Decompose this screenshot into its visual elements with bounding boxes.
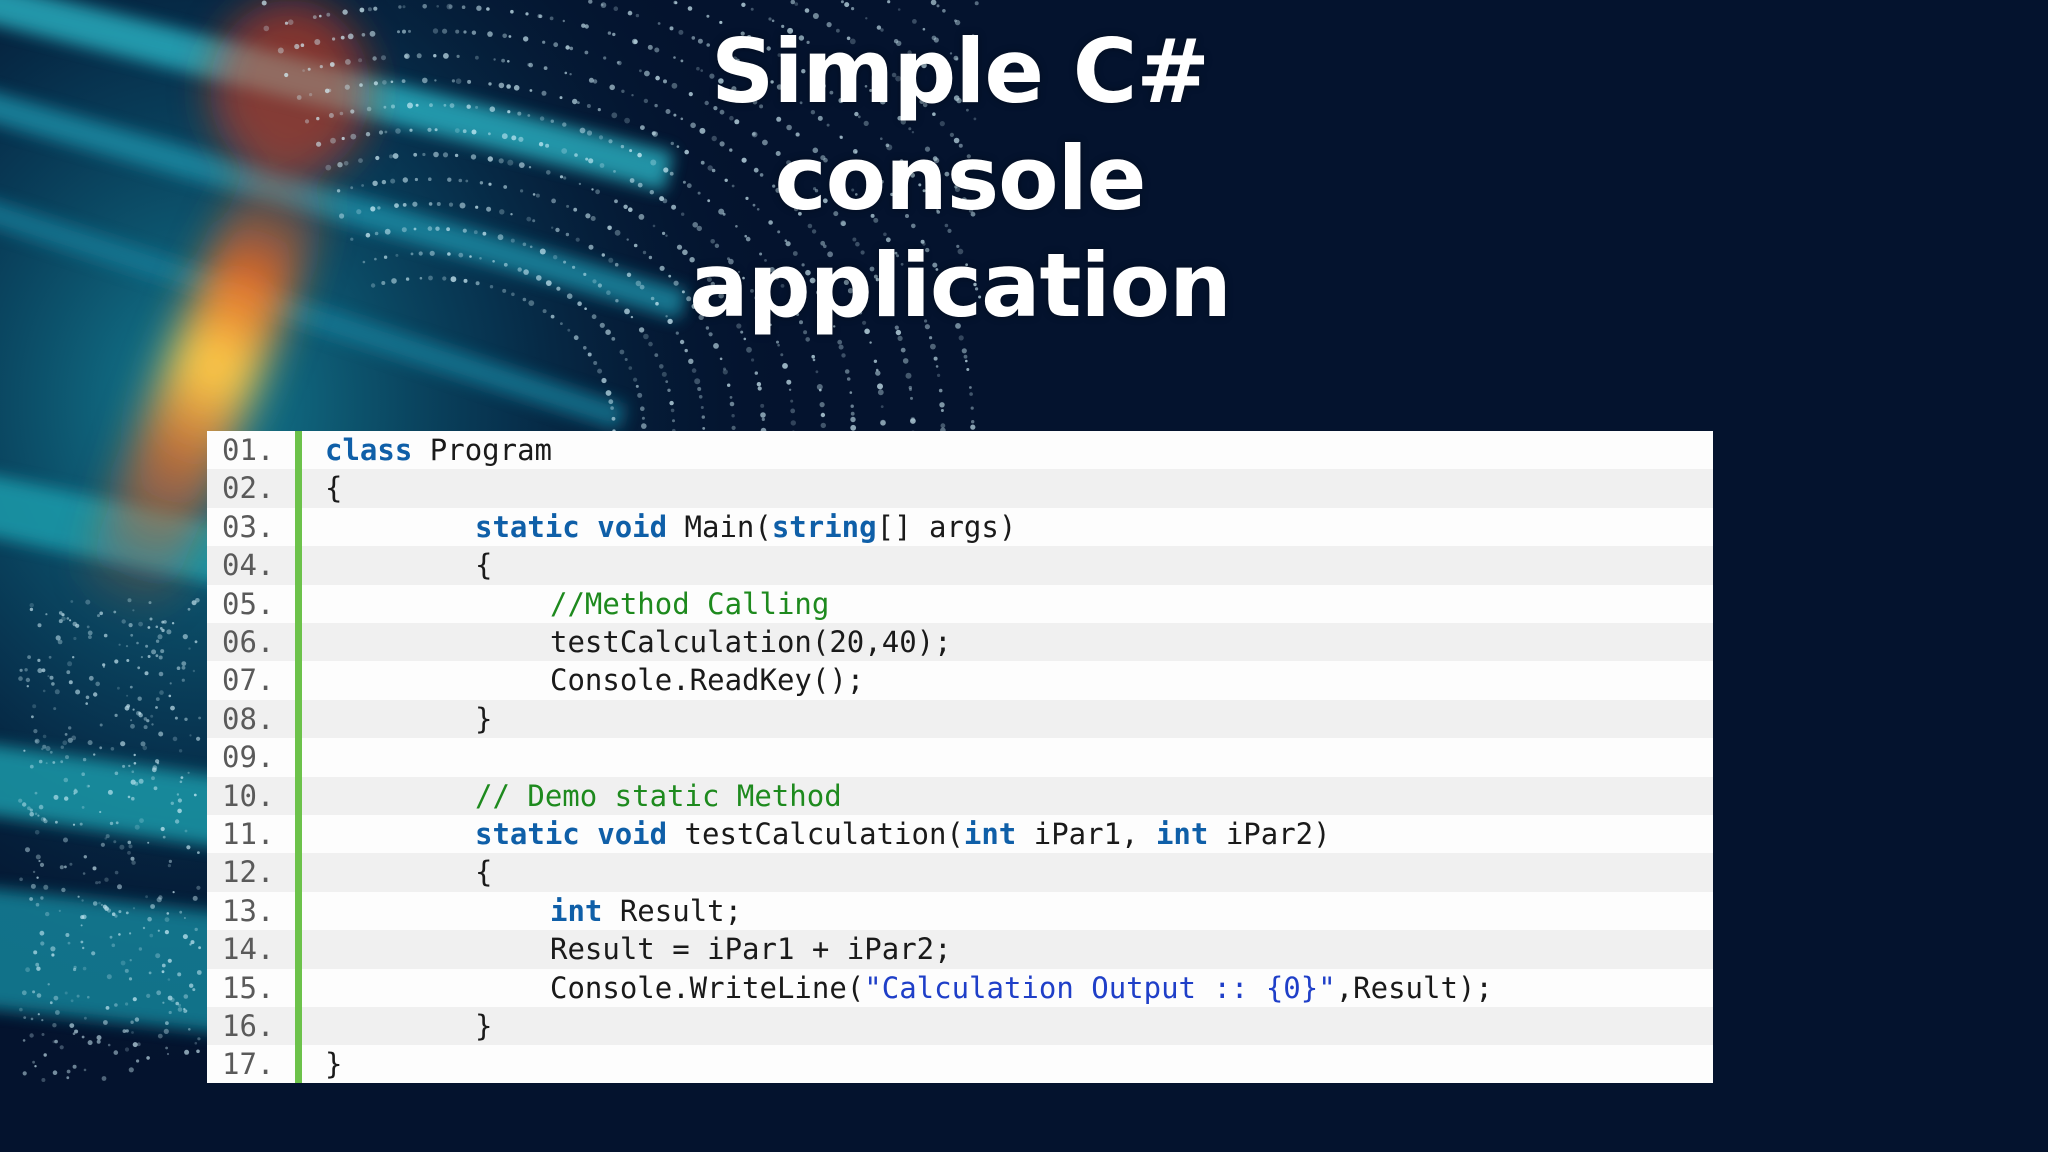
code-token: Program [412,433,552,467]
code-text: testCalculation(20,40); [550,623,952,661]
code-line-13: 13. int Result; [207,891,1713,931]
code-line-06: 06. testCalculation(20,40); [207,623,1713,662]
code-token: iPar2) [1208,817,1331,851]
code-text: { [325,469,342,507]
keyword-token: string [771,509,877,544]
line-number: 06. [222,625,275,659]
code-token [580,817,597,851]
code-line-07: 07. Console.ReadKey(); [207,661,1713,700]
code-line-03: 03. static void Main(string[] args) [207,507,1713,547]
line-number: 09. [222,740,275,775]
code-token: Console.WriteLine( [550,970,865,1005]
code-text: static void Main(string[] args) [475,508,1016,546]
line-number: 11. [222,817,275,851]
code-token [580,510,597,544]
code-text: // Demo static Method [475,777,842,815]
code-token: ,Result); [1335,970,1493,1005]
keyword-token: void [597,509,668,544]
code-line-02: 02. { [207,469,1713,508]
string-token: "Calculation Output :: {0}" [864,970,1336,1005]
line-number: 13. [222,893,275,928]
code-line-12: 12. { [207,853,1713,892]
code-text: { [475,546,492,584]
line-number: 17. [222,1047,275,1082]
title-line-1: Simple C# [710,20,1210,123]
code-text: } [475,1007,492,1045]
code-text: //Method Calling [550,585,829,623]
code-text: } [325,1045,342,1083]
keyword-token: int [550,893,603,928]
comment-token: // Demo static Method [475,778,842,813]
code-text: { [475,853,492,891]
code-token: Result; [602,893,743,928]
gutter-accent-bar [295,431,302,1083]
code-text: Result = iPar1 + iPar2; [550,930,952,968]
code-token: } [325,1047,343,1082]
code-token: } [475,701,493,736]
code-text: Console.WriteLine("Calculation Output ::… [550,969,1493,1007]
line-number: 12. [222,855,275,890]
code-line-04: 04. { [207,546,1713,585]
code-text: static void testCalculation(int iPar1, i… [475,815,1331,853]
title-line-2: console [774,127,1147,230]
keyword-token: class [325,433,413,467]
line-number: 07. [222,663,275,698]
code-token: Main( [667,509,772,544]
code-token: iPar1, [1016,817,1156,851]
code-token: Console.ReadKey(); [550,663,865,698]
code-token: testCalculation( [667,817,964,851]
code-token: [] args) [876,509,1017,544]
code-text: class Program [325,431,552,469]
code-text: int Result; [550,892,742,930]
line-number: 16. [222,1009,275,1043]
keyword-token: int [963,817,1017,851]
code-line-16: 16.} [207,1007,1713,1046]
line-number: 08. [222,701,275,736]
comment-token: //Method Calling [550,586,830,621]
code-token: testCalculation(20,40); [550,625,952,659]
keyword-token: void [597,817,668,851]
code-line-01: 01. class Program [207,431,1713,470]
line-number: 04. [222,548,275,583]
code-token: { [325,471,343,506]
line-number: 15. [222,970,275,1005]
keyword-token: static [475,509,580,544]
code-token: } [475,1009,493,1043]
code-line-17: 17.} [207,1045,1713,1083]
code-token: { [475,548,493,583]
code-line-11: 11.static void testCalculation(int iPar1… [207,815,1713,854]
line-number: 14. [222,932,275,967]
code-line-14: 14. Result = iPar1 + iPar2; [207,930,1713,969]
code-listing: 01. class Program 02. {03. static void Main(… [207,431,1713,1083]
line-number: 05. [222,586,275,621]
code-line-09: 09. [207,738,1713,777]
code-line-15: 15. Console.WriteLine("Calculation Output… [207,968,1713,1007]
title-line-3: application [689,234,1232,337]
code-text: Console.ReadKey(); [550,661,864,699]
slide-title: Simple C# console application [640,18,1280,339]
line-number: 01. [222,433,275,467]
code-line-08: 08.} [207,699,1713,739]
keyword-token: int [1155,817,1209,851]
keyword-token: static [475,817,580,851]
code-token: { [475,855,493,890]
code-line-10: 10. // Demo static Method [207,776,1713,815]
code-token: Result = iPar1 + iPar2; [550,932,952,967]
code-line-05: 05. //Method Calling [207,584,1713,623]
line-number: 03. [222,509,275,544]
code-text: } [475,700,492,738]
line-number: 10. [222,778,275,813]
line-number: 02. [222,471,275,506]
